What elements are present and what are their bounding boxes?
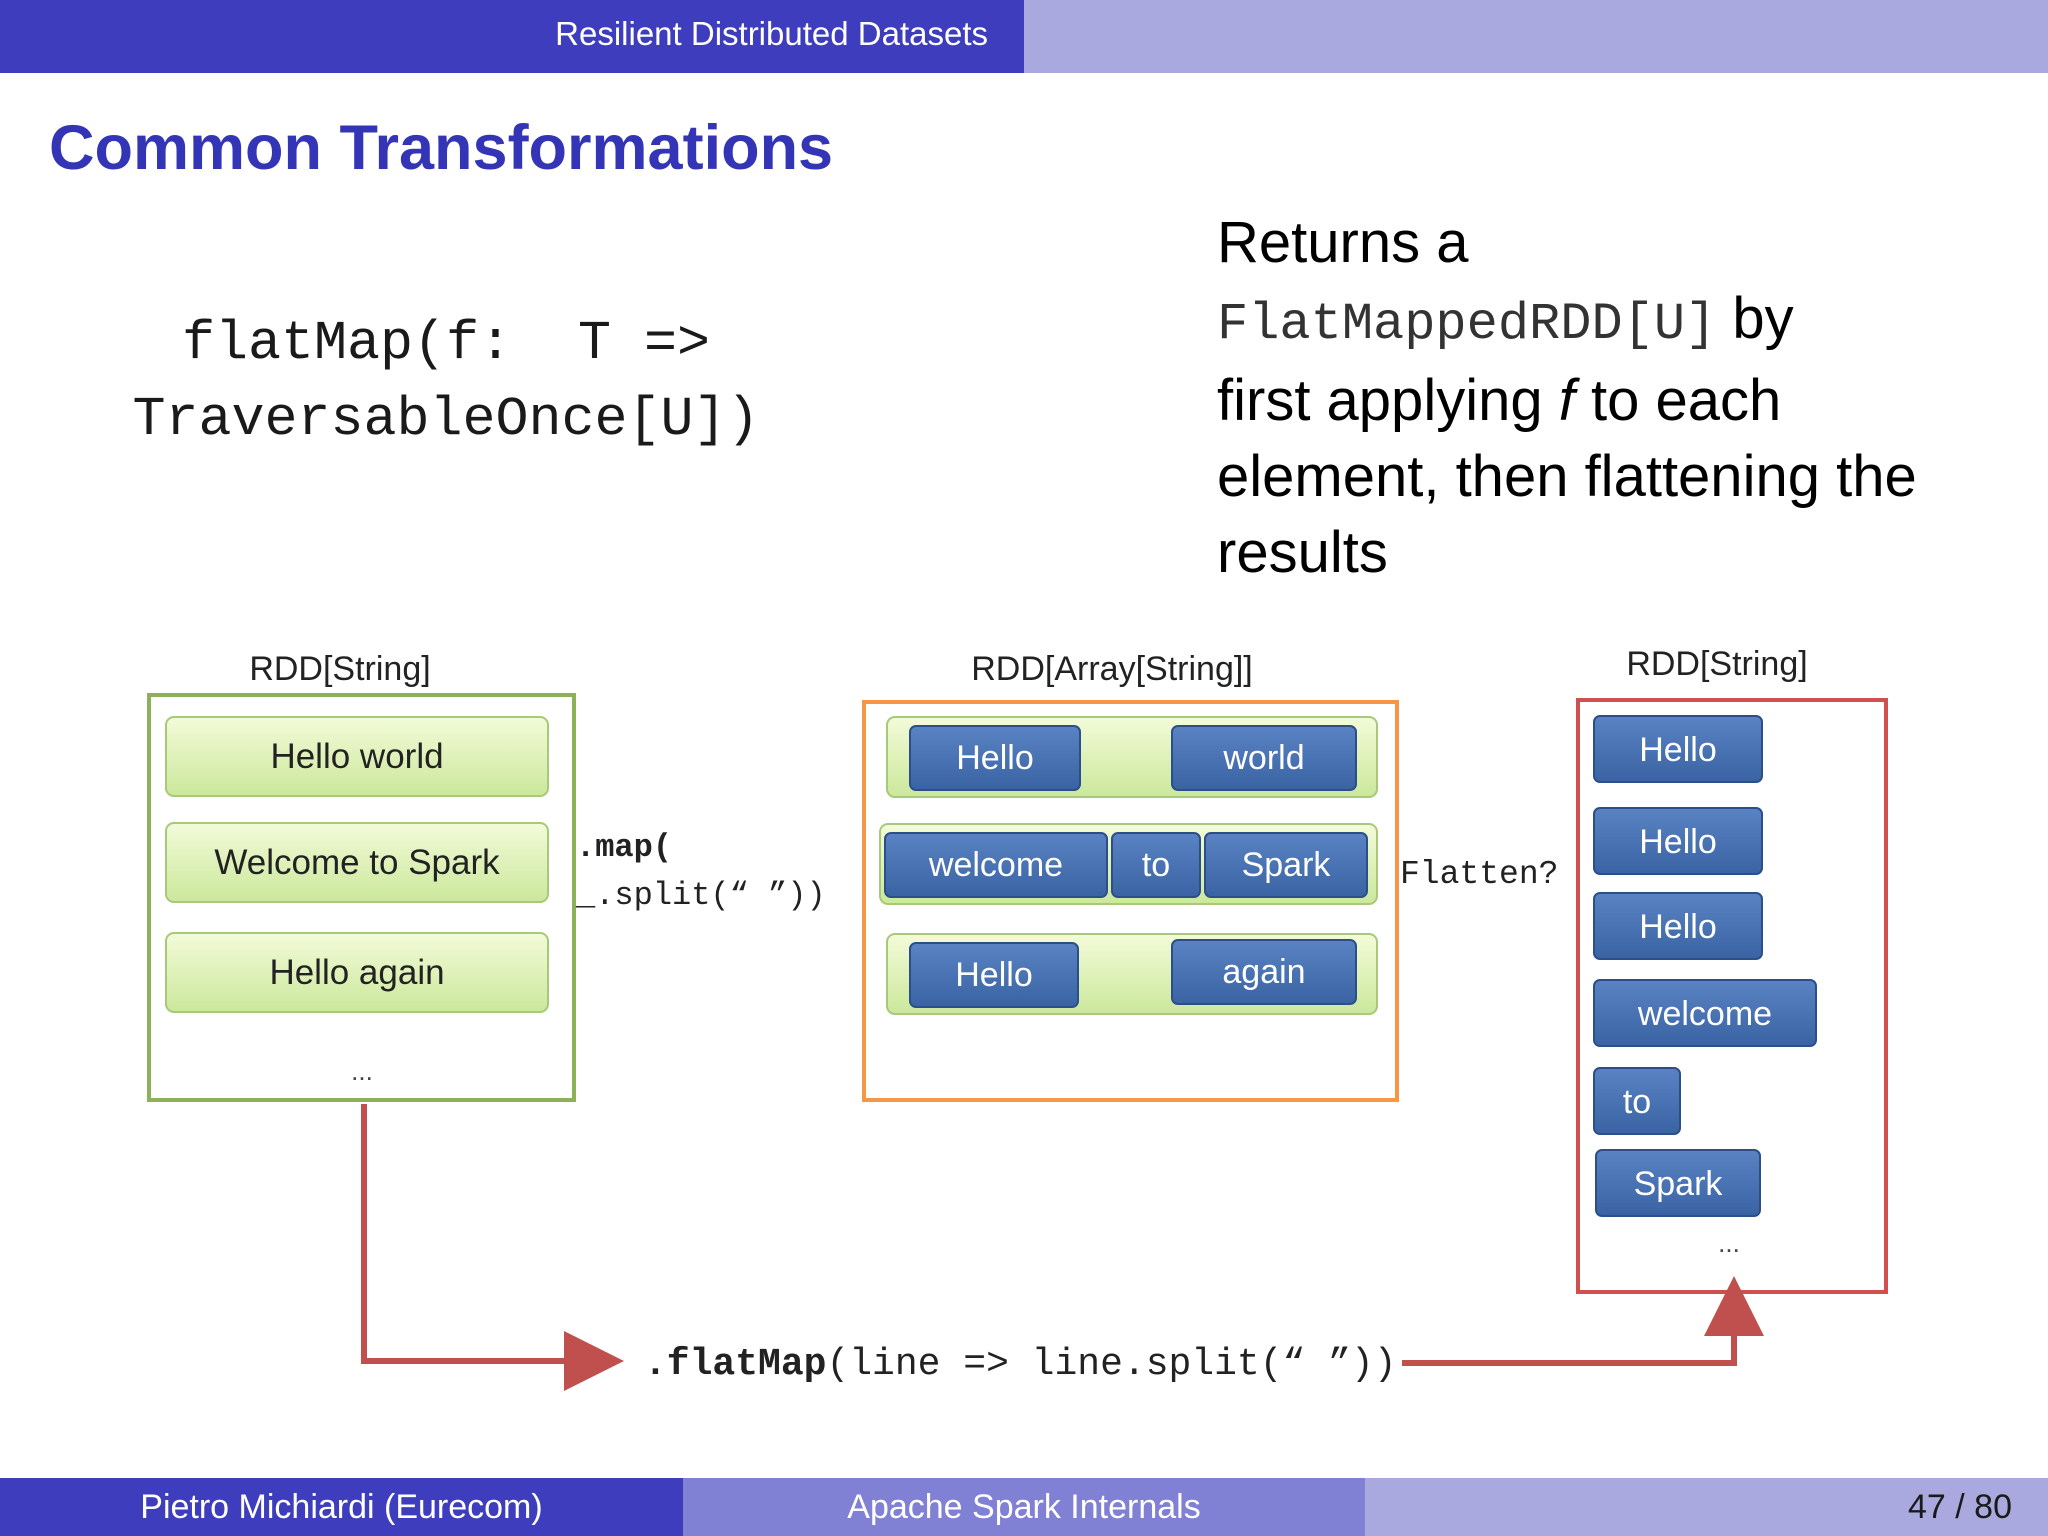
left-item-1: Hello world [165,716,549,797]
right-word-2-text: Hello [1639,823,1716,861]
desc-rdd-type: FlatMappedRDD[U] [1217,295,1717,354]
left-item-1-text: Hello world [270,737,443,776]
right-ellipsis: ... [1718,1228,1740,1258]
left-item-2: Welcome to Spark [165,822,549,903]
desc-line-3: first applying f to each [1217,363,2017,439]
desc-text-a: first applying [1217,368,1559,433]
header-right [1024,0,2048,73]
flatmap-arrow-right [1402,1276,1764,1366]
left-ellipsis: ... [351,1056,373,1086]
middle-word-world [1171,725,1357,791]
right-word-4-text: welcome [1637,995,1772,1033]
desc-f: f [1558,368,1575,433]
flatmap-label-bold: .flatMap [644,1343,826,1386]
flatmap-diagram: RDD[String] Hello world Welcome to Spark… [147,645,1888,1391]
right-word-6-text: Spark [1634,1165,1724,1203]
middle-word-spark [1204,832,1368,898]
right-word-2 [1593,807,1763,875]
footer-author: Pietro Michiardi (Eurecom) [0,1478,683,1536]
middle-word-to [1111,832,1201,898]
middle-rdd-label: RDD[Array[String]] [971,650,1253,688]
left-item-2-text: Welcome to Spark [214,843,500,882]
map-label-line-1: .map( [576,829,672,866]
flatmap-arrow-left [361,1104,624,1391]
map-label-line-1-text: .map( [576,829,672,866]
header-section: Resilient Distributed Datasets [0,0,1024,73]
right-word-5 [1593,1067,1681,1135]
right-rdd-label: RDD[String] [1626,645,1807,683]
desc-line-5: results [1217,520,1388,585]
left-item-3: Hello again [165,932,549,1013]
right-word-4 [1593,979,1817,1047]
middle-word-to-text: to [1142,846,1170,884]
middle-word-welcome [884,832,1108,898]
middle-word-world-text: world [1222,739,1304,777]
middle-word-spark-text: Spark [1242,846,1332,884]
right-word-5-text: to [1623,1083,1651,1121]
middle-word-again [1171,939,1357,1005]
middle-word-welcome-text: welcome [928,846,1063,884]
footer-page-number: 47 / 80 [1908,1488,2012,1526]
right-word-3-text: Hello [1639,908,1716,946]
flatten-label: Flatten? [1400,856,1558,893]
right-word-6 [1595,1149,1761,1217]
right-word-3 [1593,892,1763,960]
middle-word-hello-2 [909,942,1079,1008]
map-label-line-2: _.split(“ ”)) [575,877,826,914]
flatmap-label: .flatMap(line => line.split(“ ”)) [644,1343,1397,1386]
desc-text-b: to each [1574,368,1782,433]
right-word-1 [1593,715,1763,783]
left-item-3-text: Hello again [269,953,444,992]
section-title: Resilient Distributed Datasets [555,15,988,52]
description: Returns a FlatMappedRDD[U] by first appl… [1217,205,2017,591]
footer-page: 47 / 80 [1365,1478,2048,1536]
flatmap-label-rest: (line => line.split(“ ”)) [826,1343,1396,1386]
desc-line-1: Returns a [1217,210,1469,275]
signature-line-1: flatMap(f: T => [181,312,711,375]
code-signature: flatMap(f: T => TraversableOnce[U]) [96,306,796,458]
middle-word-again-text: again [1222,953,1305,991]
middle-row-3: Hello again [886,933,1378,1015]
left-rdd-label: RDD[String] [249,650,430,688]
desc-line-2: FlatMappedRDD[U] by [1217,281,2017,363]
middle-row-1: Hello world [886,716,1378,798]
middle-word-hello-2-text: Hello [955,956,1032,994]
footer-bar: Pietro Michiardi (Eurecom) Apache Spark … [0,1478,2048,1536]
middle-word-hello-1 [909,725,1081,791]
middle-word-hello-1-text: Hello [956,739,1033,777]
middle-row-2: welcome to Spark [879,823,1378,905]
signature-line-2: TraversableOnce[U]) [132,388,760,451]
desc-by: by [1716,286,1794,351]
right-word-1-text: Hello [1639,731,1716,769]
header-bar: Resilient Distributed Datasets [0,0,2048,73]
desc-line-4: element, then flattening the [1217,444,1917,509]
frame-title: Common Transformations [49,113,834,183]
footer-title: Apache Spark Internals [683,1478,1365,1536]
